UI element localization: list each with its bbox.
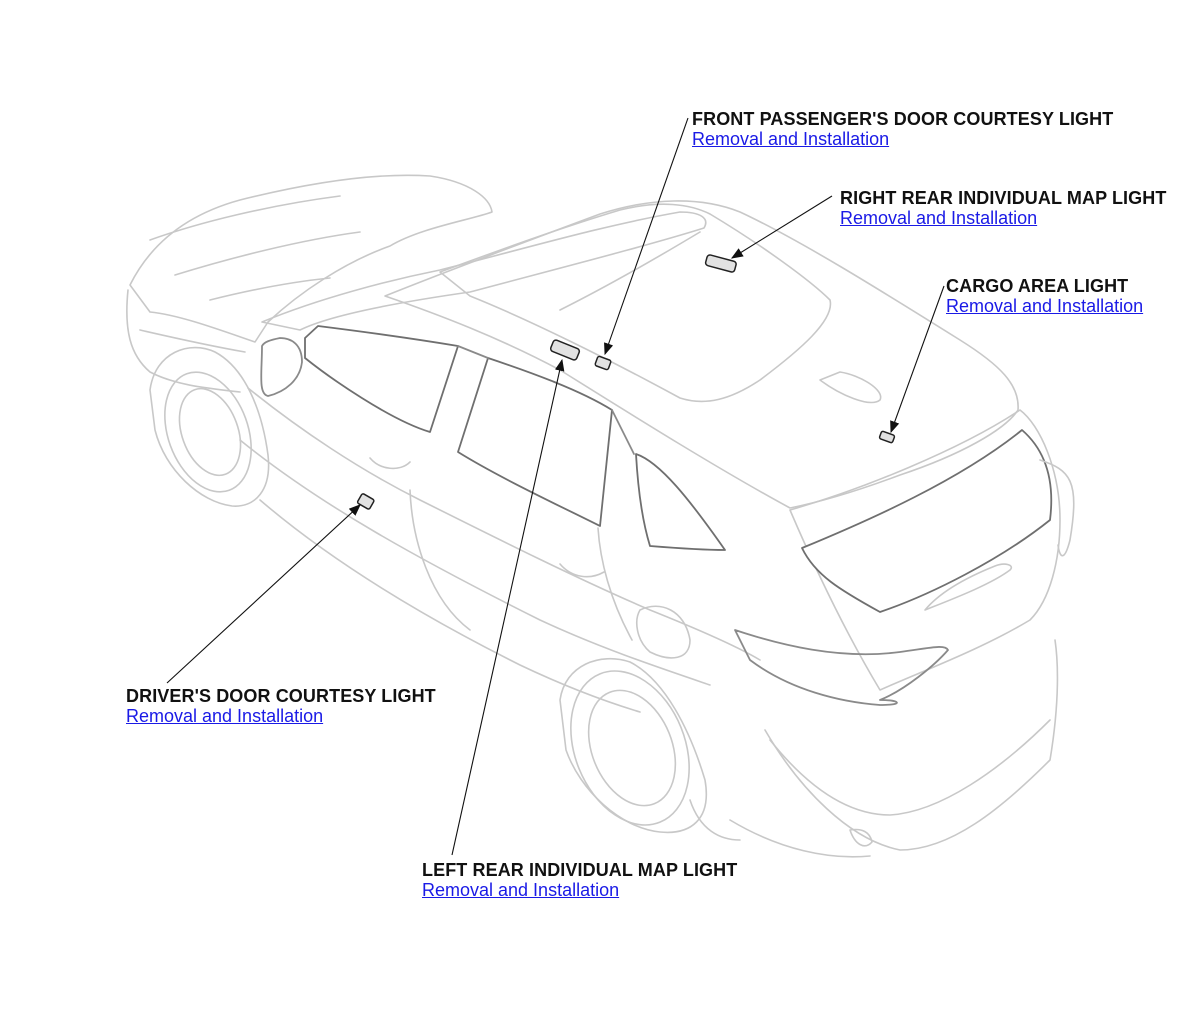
cargo-area-light-fixture: [878, 430, 896, 444]
callout-cargo-area-light: CARGO AREA LIGHT Removal and Installatio…: [946, 276, 1143, 318]
removal-and-installation-link[interactable]: Removal and Installation: [126, 706, 324, 726]
left-rear-map-light-fixture: [549, 339, 581, 361]
removal-and-installation-link[interactable]: Removal and Installation: [840, 208, 1038, 228]
callout-front-passenger-door-courtesy-light: FRONT PASSENGER'S DOOR COURTESY LIGHT Re…: [692, 109, 1113, 151]
arrowhead-icon: [890, 285, 945, 434]
car-windshield: [261, 211, 707, 331]
car-sunroof: [439, 203, 832, 403]
rear-wheel: [559, 658, 708, 834]
front-wheel: [149, 346, 270, 507]
quarter-window: [635, 453, 726, 551]
right-rear-map-light-fixture: [704, 254, 737, 273]
callout-title: DRIVER'S DOOR COURTESY LIGHT: [126, 686, 436, 706]
callout-left-rear-individual-map-light: LEFT REAR INDIVIDUAL MAP LIGHT Removal a…: [422, 860, 737, 902]
removal-and-installation-link[interactable]: Removal and Installation: [946, 296, 1144, 316]
car-body-side: [247, 387, 761, 661]
tail-light: [734, 629, 949, 706]
callout-title: FRONT PASSENGER'S DOOR COURTESY LIGHT: [692, 109, 1114, 129]
callout-title: LEFT REAR INDIVIDUAL MAP LIGHT: [422, 860, 738, 880]
rear-glass: [801, 429, 1053, 613]
callout-title: CARGO AREA LIGHT: [946, 276, 1129, 296]
rear-door-window: [457, 357, 613, 527]
callout-title: RIGHT REAR INDIVIDUAL MAP LIGHT: [840, 188, 1167, 208]
arrowhead-icon: [451, 358, 565, 856]
arrowhead-icon: [166, 504, 361, 684]
arrowhead-icon: [730, 195, 833, 259]
callout-drivers-door-courtesy-light: DRIVER'S DOOR COURTESY LIGHT Removal and…: [126, 686, 436, 728]
rear-hatch: [789, 409, 1061, 691]
callout-right-rear-individual-map-light: RIGHT REAR INDIVIDUAL MAP LIGHT Removal …: [840, 188, 1166, 230]
car-hood: [129, 174, 493, 343]
front-passenger-door-courtesy-light-fixture: [594, 355, 612, 371]
car-roof: [384, 200, 1019, 509]
arrowhead-icon: [604, 117, 689, 356]
removal-and-installation-link[interactable]: Removal and Installation: [422, 880, 620, 900]
light-fixtures: [356, 254, 896, 510]
drivers-door-courtesy-light-fixture: [356, 493, 375, 510]
removal-and-installation-link[interactable]: Removal and Installation: [692, 129, 890, 149]
vehicle-illustration: [126, 174, 1075, 858]
side-mirror: [260, 337, 303, 397]
leader-lines: [166, 117, 945, 856]
front-door-window: [304, 325, 459, 433]
